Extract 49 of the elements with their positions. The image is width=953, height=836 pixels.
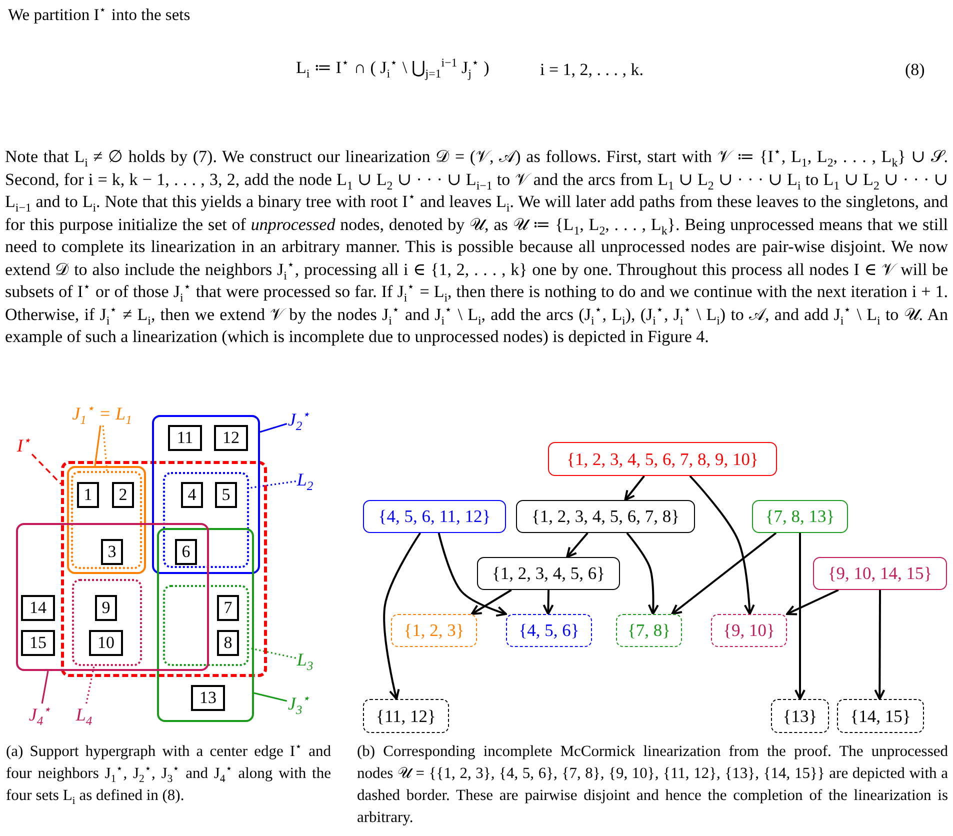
- sentence: We partition I$^{⋆}$ into the sets: [8, 4, 192, 26]
- leader-line: [94, 425, 102, 466]
- subcaption: (b) Corresponding incomplete McCormick linearization from the proof. The unprocessed nodes 𝒰 = {{1, 2, 3}, {4, 5, 6}, {7, 8}, {9, 10}, {11, 12}, {13}, {14, 15}} are depicted with a dashed border. These are pairwise disjoint and hence the completion of the linearization is arbitrary.: [357, 742, 948, 828]
- arrow: [542, 590, 554, 615]
- leader-line: [254, 692, 288, 702]
- set-node: {1, 2, 3, 4, 5, 6}: [477, 557, 620, 590]
- leader-line: [260, 422, 288, 433]
- leader-line: [248, 480, 296, 489]
- arrow: [874, 590, 886, 700]
- set-node: {7, 8}: [616, 614, 682, 647]
- arrow: [566, 532, 588, 558]
- set-node: {1, 2, 3}: [391, 614, 477, 647]
- arrow: [786, 589, 839, 616]
- set-label: L$_{4}$: [76, 704, 92, 726]
- set-node: {4, 5, 6, 11, 12}: [363, 500, 506, 533]
- set-node: {13}: [771, 699, 829, 733]
- set-node: {7, 8, 13}: [752, 500, 848, 533]
- set-node: {9, 10}: [711, 614, 787, 647]
- arrow: [671, 532, 777, 615]
- set-node: {1, 2, 3, 4, 5, 6, 7, 8, 9, 10}: [548, 442, 777, 476]
- hyperedge-outline: [152, 415, 260, 574]
- leader-line: [248, 647, 296, 659]
- arrow: [689, 475, 755, 615]
- set-label: J$_{1}$$^{⋆}$ = L$_{1}$: [72, 404, 132, 424]
- hyperedge-outline: [157, 528, 254, 722]
- arrow: [626, 532, 659, 615]
- leader-line: [102, 425, 108, 472]
- arrow: [794, 533, 806, 700]
- set-label: L$_{2}$: [296, 470, 314, 490]
- set-node: {9, 10, 14, 15}: [813, 557, 947, 590]
- arrow: [383, 532, 422, 700]
- arrow: [438, 532, 507, 617]
- arrow: [624, 475, 645, 501]
- set-label: L$_{3}$: [296, 650, 314, 670]
- element-box: 3: [101, 539, 123, 565]
- element-box: 6: [175, 539, 197, 565]
- set-node: {1, 2, 3, 4, 5, 6, 7, 8}: [516, 500, 695, 533]
- hyperedge-outline: [16, 523, 209, 671]
- leader-line: [41, 670, 49, 704]
- set-node: {11, 12}: [363, 699, 449, 733]
- set-label: I$^{⋆}$: [17, 436, 31, 456]
- equation: L$_{i}$ ≔ I$^{⋆}$ ∩ ( J$_{i}$$^{⋆}$ \ ⋃$_{j=1}$$^{i−1}$ J$_{j}$$^{⋆}$ ): [296, 56, 490, 80]
- set-node: {14, 15}: [837, 699, 924, 733]
- set-node: {4, 5, 6}: [506, 614, 592, 647]
- leader-line: [31, 454, 62, 485]
- equation-number: (8): [905, 59, 925, 81]
- subcaption: (a) Support hypergraph with a center edge I$^{⋆}$ and four neighbors J$_{1}$$^{⋆}$, J$_{2}$$^{⋆}$, J$_{3}$$^{⋆}$ and J$_{4}$$^{⋆}$ along with the four sets L$_{i}$ as defined in (8).: [6, 741, 331, 807]
- paragraph: Note that L$_{i}$ ≠ ∅ holds by (7). We construct our linearization 𝒟 = (𝒱, 𝒜) as follows. First, start with 𝒱 ≔ {I$^{⋆}$, L$_{1}$, L$_{2}$, . . . , L$_{k}$} ∪ 𝒮. Second, for i = k, k − 1, . . . , 3, 2, add the node L$_{1}$ ∪ L$_{2}$ ∪ · · · ∪ L$_{i−1}$ to 𝒱 and the arcs from L$_{1}$ ∪ L$_{2}$ ∪ · · · ∪ L$_{i}$ to L$_{1}$ ∪ L$_{2}$ ∪ · · · ∪ L$_{i−1}$ and to L$_{i}$. Note that this yields a binary tree with root I$^{⋆}$ and leaves L$_{i}$. We will later add paths from these leaves to the singletons, and for this purpose initialize the set of unprocessed nodes, denoted by 𝒰, as 𝒰 ≔ {L$_{1}$, L$_{2}$, . . . , L$_{k}$}. Being unprocessed means that we still need to complete its linearization in an arbitrary manner. This is possible because all unprocessed nodes are pair-wise disjoint. We now extend 𝒟 to also include the neighbors J$_{i}$$^{⋆}$, processing all i ∈ {1, 2, . . . , k} one by one. Throughout this process all nodes I ∈ 𝒱 will be subsets of I$^{⋆}$ or of those J$_{i}$$^{⋆}$ that were processed so far. If J$_{i}$$^{⋆}$ = L$_{i}$, then there is nothing to do and we continue with the next iteration i + 1. Otherwise, if J$_{i}$$^{⋆}$ ≠ L$_{i}$, then we extend 𝒱 by the nodes J$_{i}$$^{⋆}$ and J$_{i}$$^{⋆}$ \ L$_{i}$, add the arcs (J$_{i}$$^{⋆}$, L$_{i}$), (J$_{i}$$^{⋆}$, J$_{i}$$^{⋆}$ \ L$_{i}$) to 𝒜, and add J$_{i}$$^{⋆}$ \ L$_{i}$ to 𝒰. An example of such a linearization (which is incomplete due to unprocessed nodes) is depicted in Figure 4.: [5, 146, 948, 348]
- equation: i = 1, 2, . . . , k.: [540, 59, 644, 81]
